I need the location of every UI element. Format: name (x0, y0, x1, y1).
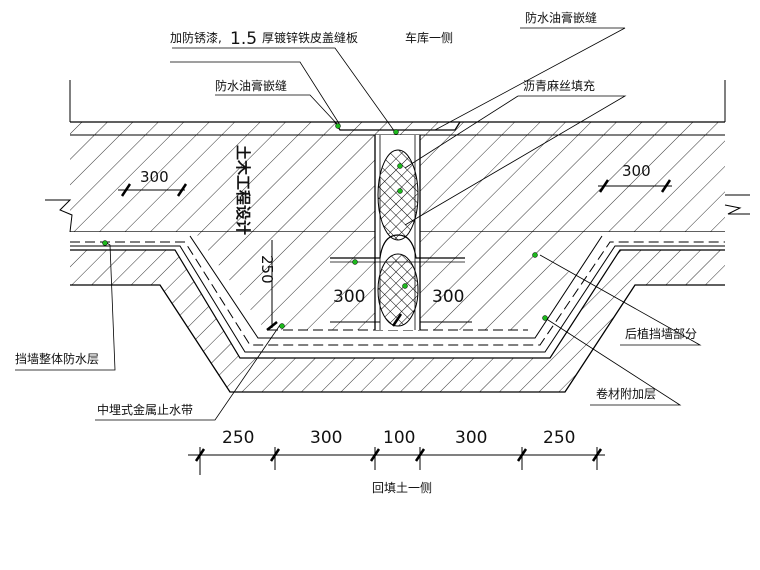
asphalt-fill-label: 沥青麻丝填充 (523, 78, 595, 93)
sealant-top-right-label: 防水油膏嵌缝 (525, 10, 597, 25)
bottom-dim-5: 250 (543, 428, 575, 448)
markers (102, 123, 548, 329)
garage-side-label: 车库一侧 (405, 30, 453, 45)
expansion-joint (330, 121, 465, 330)
thickness-label: 1.5 (230, 29, 257, 49)
bottom-dim-1: 250 (222, 428, 254, 448)
sealant-left-label: 防水油膏嵌缝 (215, 78, 287, 93)
inner-right-dim: 300 (432, 287, 464, 307)
vertical-dim: 250 (258, 255, 276, 284)
bottom-dimension (188, 447, 605, 475)
membrane-layer-label: 卷材附加层 (596, 386, 656, 401)
inner-left-dim: 300 (333, 287, 365, 307)
bottom-dim-2: 300 (310, 428, 342, 448)
cover-plate-label: 厚镀锌铁皮盖缝板 (262, 30, 358, 45)
embedded-waterstop-label: 中埋式金属止水带 (97, 402, 193, 417)
bottom-dim-4: 300 (455, 428, 487, 448)
rear-wall-label: 后植挡墙部分 (625, 326, 697, 341)
leader-lines (15, 27, 702, 421)
retaining-wall-waterproof-label: 挡墙整体防水层 (15, 351, 99, 366)
anti-rust-label: 加防锈漆, (170, 30, 222, 45)
slab-dim-marks (118, 179, 672, 331)
slab-left-dim: 300 (140, 168, 169, 186)
watermark: 土木工程设计 (234, 145, 252, 235)
bottom-dim-3: 100 (383, 428, 415, 448)
slab-right-dim: 300 (622, 162, 651, 180)
backfill-side-label: 回填土一侧 (372, 481, 432, 495)
